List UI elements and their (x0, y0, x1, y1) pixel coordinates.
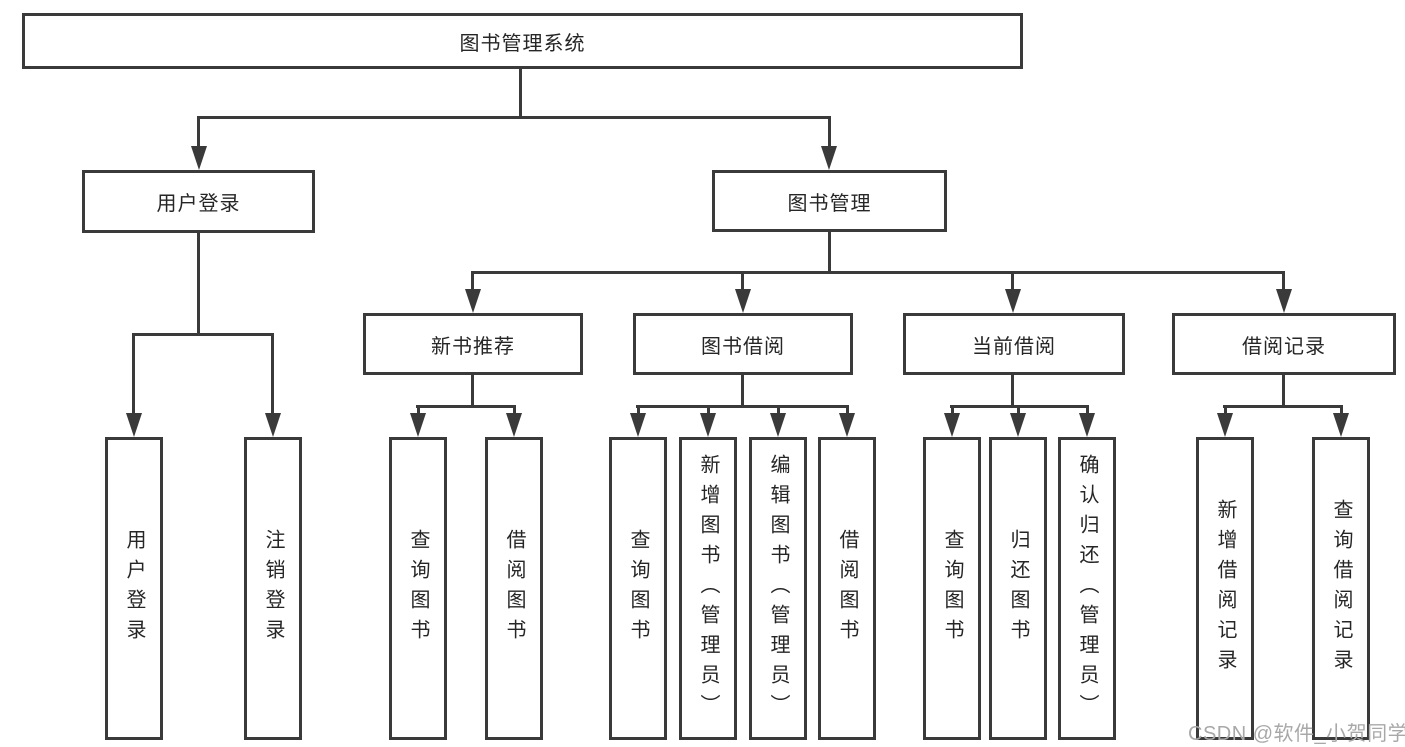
node-root: 图书管理系统 (22, 13, 1023, 69)
connector-line (1282, 274, 1285, 290)
connector-line (1011, 375, 1014, 408)
node-label: 图书管理系统 (459, 32, 586, 55)
leaf-br-add-record: 新增借阅记录 (1196, 437, 1254, 740)
connector-line (828, 232, 831, 274)
node-new-book-recommend: 新书推荐 (363, 313, 583, 375)
leaf-bb-edit-books-admin: 编辑图书（管理员） (749, 437, 807, 740)
connector-line (741, 274, 744, 290)
leaf-label: 借阅图书 (836, 528, 858, 649)
leaf-label: 查询图书 (407, 528, 429, 649)
watermark: CSDN @软件_小贺同学 (1188, 723, 1405, 745)
arrow-down-icon (1079, 413, 1095, 437)
node-label: 图书管理 (787, 192, 872, 215)
leaf-label: 编辑图书（管理员） (767, 453, 789, 724)
leaf-label: 确认归还（管理员） (1076, 453, 1098, 724)
leaf-label: 查询图书 (627, 528, 649, 649)
node-current-borrowing: 当前借阅 (903, 313, 1125, 375)
arrow-down-icon (265, 413, 281, 437)
arrow-down-icon (1217, 413, 1233, 437)
leaf-cb-query-books: 查询图书 (923, 437, 981, 740)
connector-line (513, 408, 516, 416)
leaf-label: 查询图书 (941, 528, 963, 649)
connector-line (777, 408, 780, 416)
connector-line (1017, 408, 1020, 416)
arrow-down-icon (735, 289, 751, 313)
node-label: 当前借阅 (972, 335, 1056, 358)
node-book-management: 图书管理 (712, 170, 947, 232)
arrow-down-icon (1276, 289, 1292, 313)
leaf-user-login: 用户登录 (105, 437, 163, 740)
arrow-down-icon (630, 413, 646, 437)
arrow-down-icon (770, 413, 786, 437)
node-label: 用户登录 (156, 193, 241, 215)
connector-line (197, 116, 831, 119)
node-borrowing-records: 借阅记录 (1172, 313, 1396, 375)
arrow-down-icon (821, 146, 837, 170)
connector-line (416, 405, 516, 408)
connector-line (1086, 408, 1089, 416)
leaf-bb-add-books-admin: 新增图书（管理员） (679, 437, 737, 740)
leaf-label: 借阅图书 (503, 528, 525, 649)
node-label: 新书推荐 (431, 335, 515, 358)
leaf-rec-borrow-books: 借阅图书 (485, 437, 543, 740)
connector-line (1340, 408, 1343, 416)
connector-line (636, 405, 849, 408)
connector-line (951, 408, 954, 416)
arrow-down-icon (191, 146, 207, 170)
connector-line (950, 405, 1089, 408)
node-book-borrowing: 图书借阅 (633, 313, 853, 375)
arrow-down-icon (1010, 413, 1026, 437)
connector-line (271, 336, 274, 416)
leaf-bb-query-books: 查询图书 (609, 437, 667, 740)
arrow-down-icon (506, 413, 522, 437)
arrow-down-icon (465, 289, 481, 313)
connector-line (197, 233, 200, 336)
connector-line (828, 119, 831, 149)
connector-line (1223, 405, 1343, 408)
leaf-label: 用户登录 (123, 528, 145, 649)
leaf-logout: 注销登录 (244, 437, 302, 740)
node-user-login: 用户登录 (82, 170, 315, 233)
leaf-label: 查询借阅记录 (1330, 498, 1352, 679)
connector-line (417, 408, 420, 416)
leaf-bb-borrow-books: 借阅图书 (818, 437, 876, 740)
arrow-down-icon (1005, 289, 1021, 313)
arrow-down-icon (1333, 413, 1349, 437)
connector-line (519, 69, 522, 118)
connector-line (1224, 408, 1227, 416)
connector-line (471, 271, 1285, 274)
connector-line (1011, 274, 1014, 290)
arrow-down-icon (700, 413, 716, 437)
leaf-label: 注销登录 (262, 528, 284, 649)
leaf-label: 新增借阅记录 (1214, 498, 1236, 679)
arrow-down-icon (839, 413, 855, 437)
connector-line (471, 375, 474, 408)
leaf-br-query-record: 查询借阅记录 (1312, 437, 1370, 740)
connector-line (637, 408, 640, 416)
leaf-label: 新增图书（管理员） (697, 453, 719, 724)
connector-line (197, 119, 200, 149)
arrow-down-icon (944, 413, 960, 437)
node-label: 借阅记录 (1242, 335, 1326, 358)
connector-line (846, 408, 849, 416)
connector-line (741, 375, 744, 408)
connector-line (1282, 375, 1285, 408)
connector-line (707, 408, 710, 416)
connector-line (132, 336, 135, 416)
leaf-cb-confirm-return-admin: 确认归还（管理员） (1058, 437, 1116, 740)
arrow-down-icon (126, 413, 142, 437)
leaf-cb-return-books: 归还图书 (989, 437, 1047, 740)
arrow-down-icon (410, 413, 426, 437)
connector-line (132, 333, 274, 336)
node-label: 图书借阅 (701, 335, 785, 358)
leaf-label: 归还图书 (1007, 528, 1029, 649)
leaf-rec-query-books: 查询图书 (389, 437, 447, 740)
connector-line (471, 274, 474, 290)
